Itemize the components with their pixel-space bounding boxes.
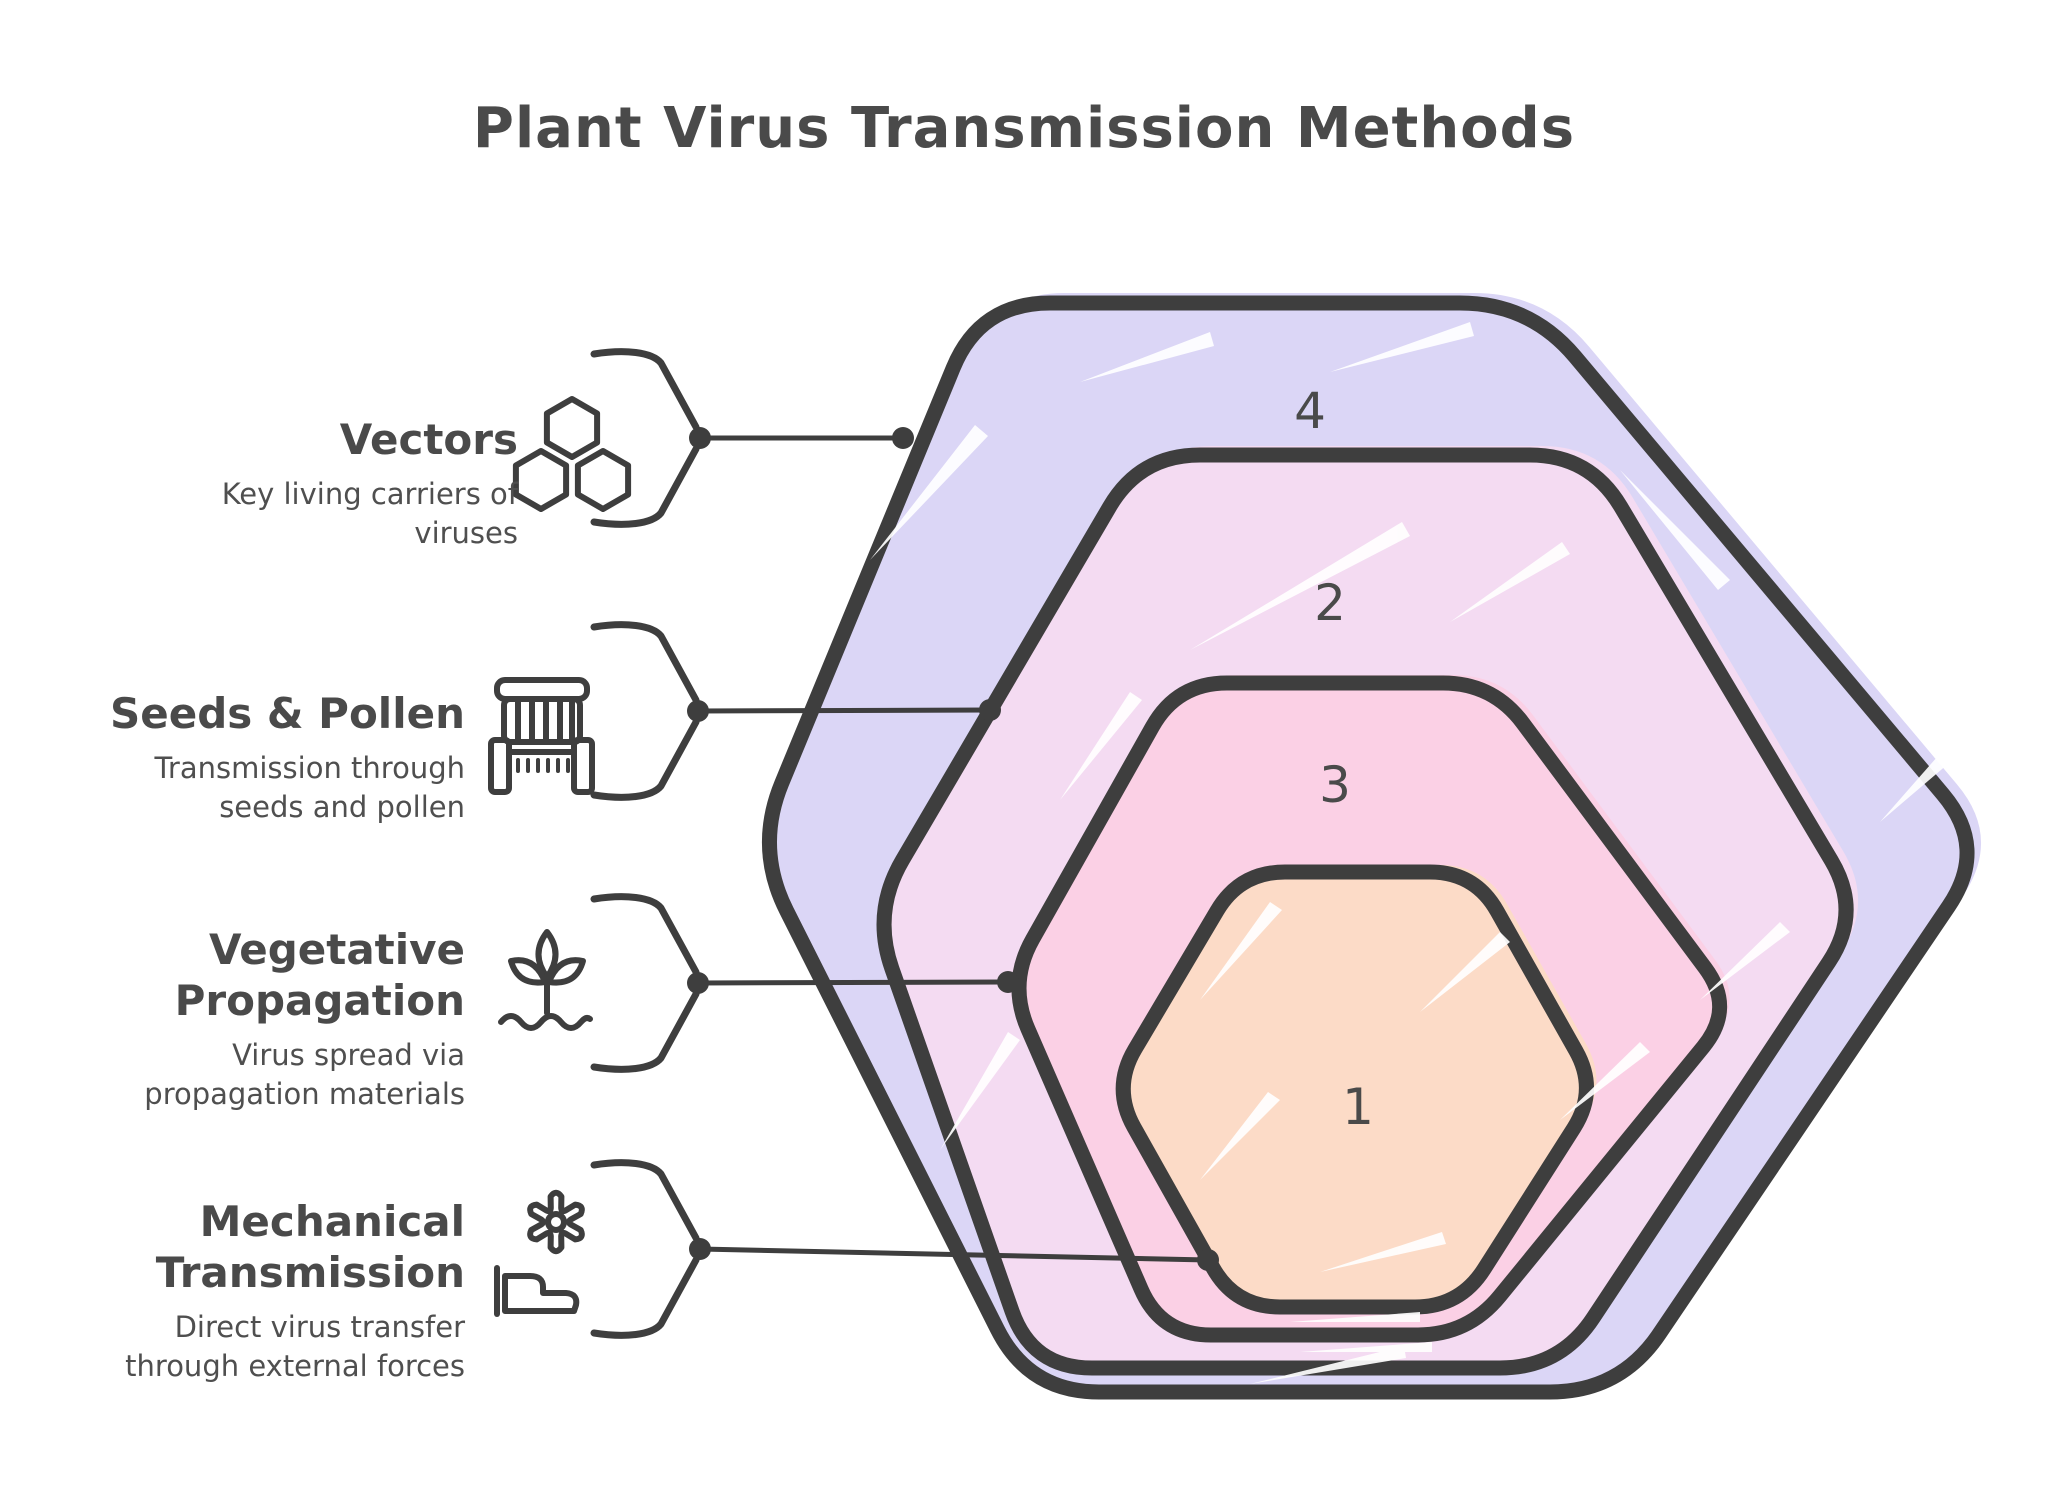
callout-bracket-mechanical: [590, 1159, 700, 1339]
connector-seeds: [687, 699, 1001, 722]
callout-mechanical-transmission-subtitle: Direct virus transfer through external f…: [125, 1310, 465, 1384]
ring-number-2: 2: [1314, 574, 1346, 632]
diagram-title: Plant Virus Transmission Methods: [472, 96, 1576, 161]
seed-tray-icon: [488, 677, 595, 795]
connector-mechanical: [689, 1238, 1219, 1271]
molecule-hexagons-icon: [512, 396, 632, 512]
callout-bracket-seeds: [590, 621, 700, 801]
callout-mechanical-transmission: Mechanical Transmission Direct virus tra…: [0, 1196, 465, 1386]
callout-vegetative-propagation-subtitle: Virus spread via propagation materials: [144, 1038, 465, 1112]
gear-icon: [527, 1189, 585, 1255]
ring-number-1: 1: [1342, 1078, 1374, 1136]
callout-bracket-vegetative: [590, 893, 700, 1073]
callout-seeds-pollen: Seeds & Pollen Transmission through seed…: [0, 688, 465, 827]
callout-vectors: Vectors Key living carriers of viruses: [58, 414, 518, 553]
callout-vegetative-propagation: Vegetative Propagation Virus spread via …: [0, 924, 465, 1114]
hexagon-ring-1: [1115, 864, 1594, 1315]
callout-vectors-subtitle: Key living carriers of viruses: [221, 477, 518, 551]
callout-vegetative-propagation-title: Vegetative Propagation: [174, 925, 465, 1026]
callout-seeds-pollen-subtitle: Transmission through seeds and pollen: [154, 751, 465, 825]
connector-vectors: [689, 427, 914, 449]
sprout-icon: [498, 929, 593, 1031]
connector-vegetative: [687, 971, 1019, 994]
callout-mechanical-transmission-title: Mechanical Transmission: [155, 1197, 465, 1298]
sketch-streaks: [870, 322, 1962, 1384]
callout-seeds-pollen-title: Seeds & Pollen: [110, 689, 465, 738]
hand-icon: [494, 1265, 580, 1317]
ring-number-4: 4: [1294, 382, 1326, 440]
callout-vectors-title: Vectors: [339, 415, 518, 464]
ring-number-3: 3: [1319, 756, 1351, 814]
callout-bracket-vectors: [590, 348, 700, 528]
